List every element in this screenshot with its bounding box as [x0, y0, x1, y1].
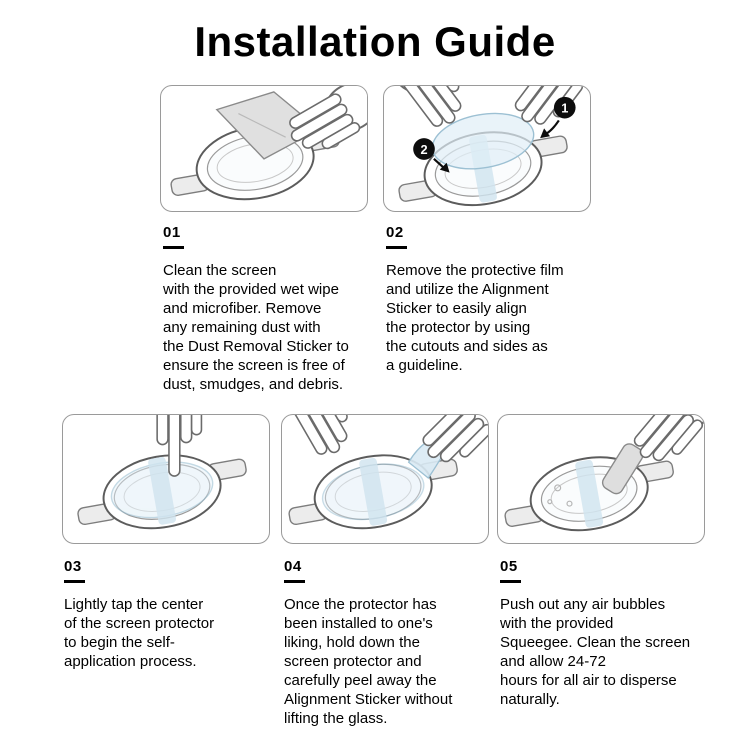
- cloth-fold-line: [238, 113, 286, 138]
- marker-1-label: 1: [561, 101, 568, 116]
- marker-1-arrow-icon: [540, 119, 560, 139]
- step2-number: 02: [386, 224, 404, 241]
- step3-underline: [64, 580, 85, 583]
- step3-illustration: [69, 415, 255, 543]
- step3-number: 03: [64, 558, 82, 575]
- step1-description: Clean the screen with the provided wet w…: [163, 261, 349, 393]
- step5-block: 05 Push out any air bubbles with the pro…: [500, 558, 692, 709]
- step4-description: Once the protector has been installed to…: [284, 595, 453, 727]
- page-title: Installation Guide: [194, 18, 556, 65]
- step1-underline: [163, 246, 184, 249]
- step5-illustration: [498, 415, 704, 543]
- air-bubbles-icon: [547, 484, 573, 507]
- step2-block: 02 Remove the protective film and utiliz…: [386, 224, 584, 375]
- marker-2-label: 2: [420, 142, 427, 157]
- step2-description: Remove the protective film and utilize t…: [386, 261, 564, 374]
- step1-panel: [160, 85, 368, 212]
- marker-1-badge: 1: [553, 96, 576, 119]
- step1-block: 01 Clean the screen with the provided we…: [163, 224, 365, 394]
- step4-panel: [281, 414, 489, 544]
- step2-illustration: 1 2: [384, 86, 590, 211]
- holding-hand-icon: [282, 415, 362, 463]
- step5-underline: [500, 580, 521, 583]
- step1-illustration: [162, 86, 367, 211]
- squeegee-icon: [601, 443, 644, 495]
- marker-2-badge: 2: [413, 138, 435, 160]
- step5-number: 05: [500, 558, 518, 575]
- step4-number: 04: [284, 558, 302, 575]
- step3-block: 03 Lightly tap the center of the screen …: [64, 558, 246, 671]
- step4-illustration: [282, 415, 488, 543]
- step2-underline: [386, 246, 407, 249]
- step5-panel: [497, 414, 705, 544]
- marker-2-arrow-icon: [433, 158, 450, 173]
- step1-number: 01: [163, 224, 181, 241]
- step4-underline: [284, 580, 305, 583]
- step3-panel: [62, 414, 270, 544]
- step3-description: Lightly tap the center of the screen pro…: [64, 595, 215, 670]
- step2-panel: 1 2: [383, 85, 591, 212]
- step4-block: 04 Once the protector has been installed…: [284, 558, 466, 728]
- step5-description: Push out any air bubbles with the provid…: [500, 595, 691, 708]
